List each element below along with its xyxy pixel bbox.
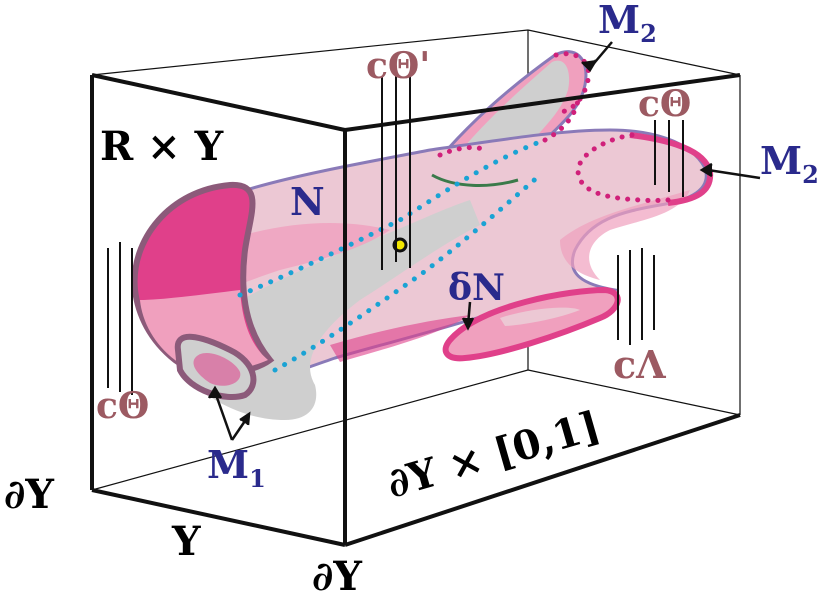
delta-n-disc — [442, 286, 621, 362]
box-front-edges — [90, 73, 741, 547]
m1-ring — [174, 333, 257, 400]
label-dy-left: ∂Y — [4, 471, 54, 518]
c-lambda-lines — [617, 248, 655, 345]
dotted-blue-lines — [237, 137, 548, 373]
label-n: N — [290, 179, 325, 224]
label-m2-right-sub: 2 — [802, 160, 819, 189]
label-y: Y — [171, 518, 201, 565]
label-dy-bottom: ∂Y — [312, 553, 362, 600]
c-theta-left-lines — [107, 242, 133, 395]
label-dy-times-interval: ∂Y × [0,1] — [382, 402, 605, 507]
c-theta-prime-lines — [381, 76, 411, 270]
label-delta-n: δN — [448, 267, 505, 309]
label-c-lambda: cΛ — [613, 342, 666, 387]
label-m1-sub: 1 — [249, 464, 266, 493]
label-m1-main: M — [207, 442, 249, 487]
dotted-magenta-lines — [437, 51, 671, 203]
label-r-times-y: R × Y — [100, 123, 224, 170]
green-arc — [431, 173, 519, 187]
label-m2-right-main: M — [760, 138, 802, 183]
label-c-theta-left: cΘ — [96, 385, 149, 427]
label-m2-top-sub: 2 — [640, 19, 657, 48]
label-m2-top-main: M — [598, 0, 640, 42]
c-theta-right-lines — [654, 120, 684, 197]
label-c-theta-right: cΘ — [638, 83, 691, 125]
label-c-theta-prime: cΘ' — [366, 45, 430, 87]
label-m2-top: M2 — [598, 0, 657, 48]
label-m1: M1 — [207, 442, 266, 493]
annotation-arrows — [207, 41, 761, 441]
label-m2-right: M2 — [760, 138, 819, 189]
